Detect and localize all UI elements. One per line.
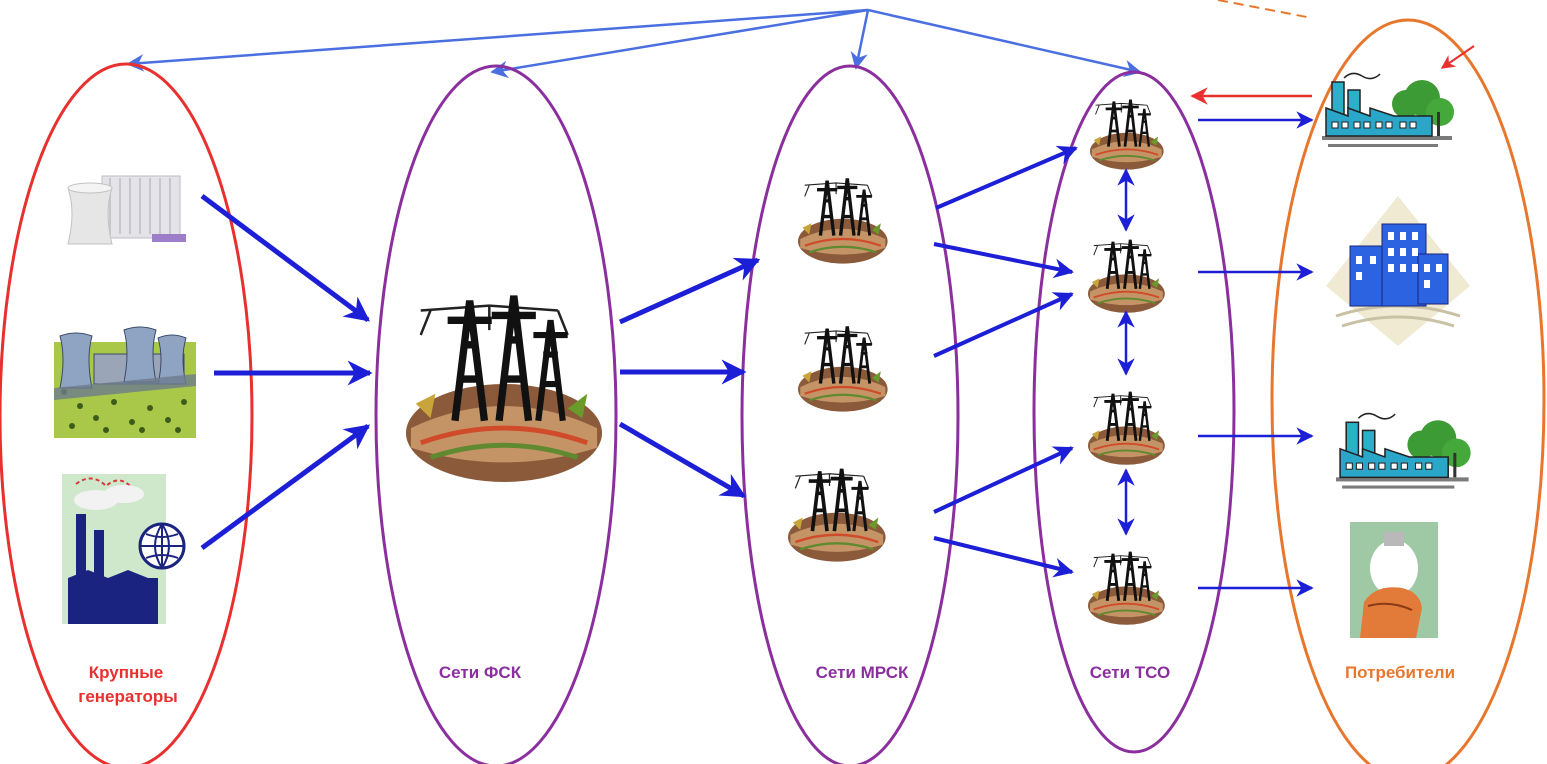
office-building-icon <box>1326 196 1470 346</box>
thermal-plant-icon <box>54 326 196 438</box>
tso-tower-icon-3 <box>1086 390 1167 467</box>
factory-icon <box>1321 72 1455 148</box>
mrsk-ellipse <box>740 64 960 764</box>
tso-label: Сети ТСО <box>1090 663 1170 682</box>
mrsk-tower-icon-2 <box>796 324 890 414</box>
tso-tower-icon-1 <box>1088 98 1165 171</box>
mrsk-tower-icon-3 <box>786 467 888 564</box>
nuclear-plant-icon <box>67 175 186 245</box>
top-arrows <box>126 0 1313 79</box>
fsk-ellipse <box>374 64 618 764</box>
factory-icon <box>1335 412 1472 490</box>
tso-tower-icon-4 <box>1086 550 1167 627</box>
generators-ellipse <box>0 62 254 764</box>
industrial-plant-icon <box>62 474 186 624</box>
mrsk-label: Сети МРСК <box>816 663 909 682</box>
tso-ellipse <box>1032 70 1236 754</box>
light-bulb-hand-icon <box>1350 522 1438 638</box>
generators-label-line1: Крупные <box>89 663 164 682</box>
top-arrow-generators <box>126 8 869 72</box>
generators-label-line2: генераторы <box>78 687 178 706</box>
dashed-link <box>1217 0 1313 19</box>
consumers-label: Потребители <box>1345 663 1455 682</box>
top-arrow-fsk <box>490 8 869 79</box>
consumers-ellipse <box>1270 18 1546 764</box>
top-arrow-mrsk <box>850 9 870 70</box>
fsk-tower-icon <box>406 296 602 482</box>
tso-tower-icon-2 <box>1086 238 1167 315</box>
flow-arrows <box>200 111 1314 597</box>
mrsk-tower-icon-1 <box>796 176 890 266</box>
fsk-label: Сети ФСК <box>439 663 522 682</box>
top-arrow-tso <box>867 8 1142 78</box>
small-return-arrow <box>1440 45 1475 69</box>
